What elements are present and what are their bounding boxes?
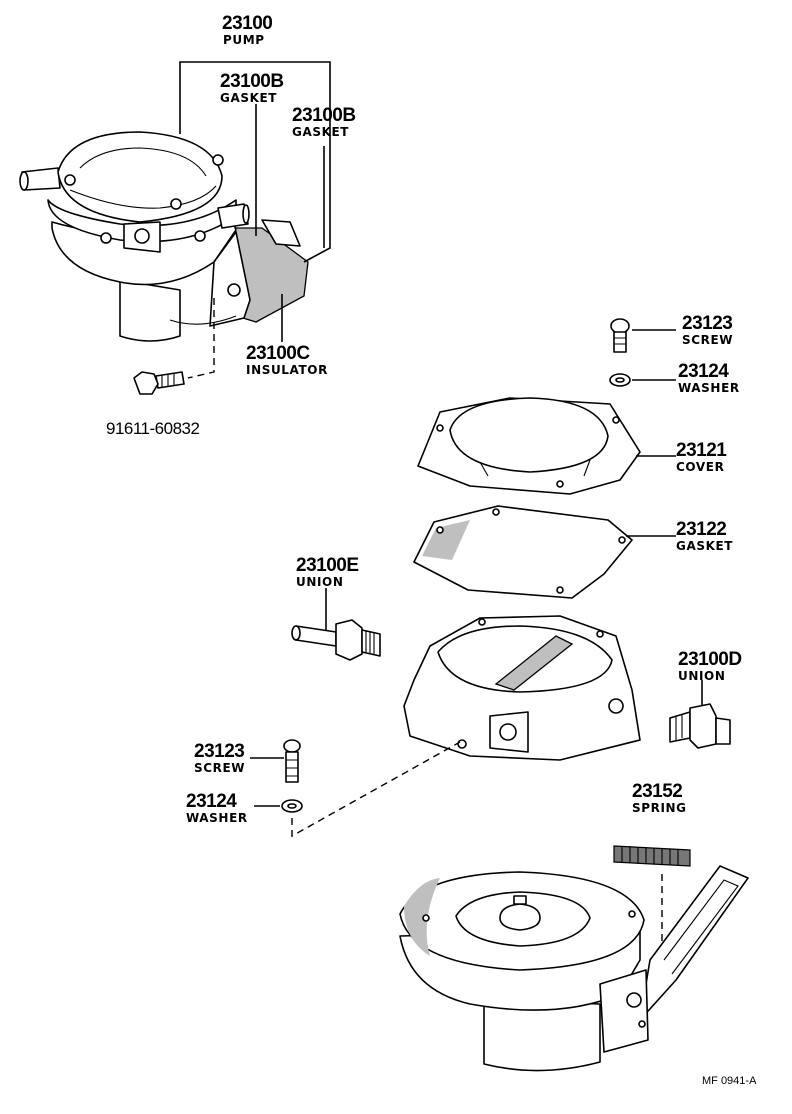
callout-washer-top-name: WASHER — [678, 381, 740, 395]
callout-gasket-a-number: 23100B — [220, 71, 284, 92]
callout-screw-left: 23123 SCREW — [194, 742, 245, 774]
callout-union-e-number: 23100E — [296, 555, 359, 576]
callout-washer-top-number: 23124 — [678, 361, 729, 382]
cover-part — [417, 397, 641, 495]
callout-insulator-number: 23100C — [246, 343, 310, 364]
callout-union-e: 23100E UNION — [296, 556, 359, 588]
callout-cover-name: COVER — [676, 460, 725, 474]
callout-pump-name: PUMP — [223, 33, 265, 47]
pump-bracket — [179, 61, 331, 263]
lower-body-part — [399, 865, 749, 1072]
callout-spring-name: SPRING — [632, 801, 687, 815]
callout-gasket-c-name: GASKET — [676, 539, 734, 553]
screw-left-part — [283, 739, 301, 783]
gasket-c-part — [413, 505, 633, 599]
callout-gasket-c: 23122 GASKET — [676, 520, 733, 552]
bolt-dashline — [187, 298, 215, 379]
callout-union-e-name: UNION — [296, 575, 344, 589]
callout-union-d-number: 23100D — [678, 649, 742, 670]
callout-insulator: 23100C INSULATOR — [246, 344, 328, 376]
callout-washer-left-name: WASHER — [186, 811, 248, 825]
callout-washer-left: 23124 WASHER — [186, 792, 248, 824]
callout-screw-left-number: 23123 — [194, 741, 245, 762]
callout-pump-number: 23100 — [222, 13, 273, 34]
screw-top-part — [610, 318, 630, 353]
callout-gasket-a-name: GASKET — [220, 91, 278, 105]
washer-left-part — [281, 799, 303, 813]
callout-screw-left-name: SCREW — [194, 761, 246, 775]
callout-gasket-b-number: 23100B — [292, 105, 356, 126]
callout-bolt-number: 91611-60832 — [106, 419, 200, 438]
callout-union-d: 23100D UNION — [678, 650, 742, 682]
spring-part — [613, 845, 691, 867]
callout-insulator-name: INSULATOR — [246, 363, 328, 377]
callout-washer-left-number: 23124 — [186, 791, 237, 812]
assembled-pump — [19, 131, 309, 342]
callout-gasket-a: 23100B GASKET — [220, 72, 284, 104]
screw-dashline — [291, 741, 461, 838]
figure-code: MF 0941-A — [702, 1075, 757, 1087]
callout-gasket-c-number: 23122 — [676, 519, 727, 540]
callout-screw-top: 23123 SCREW — [682, 314, 733, 346]
callout-washer-top: 23124 WASHER — [678, 362, 740, 394]
union-d-part — [669, 703, 731, 749]
callout-screw-top-name: SCREW — [682, 333, 734, 347]
washer-top-part — [609, 373, 631, 387]
callout-gasket-b: 23100B GASKET — [292, 106, 356, 138]
union-e-part — [291, 619, 381, 661]
callout-spring-number: 23152 — [632, 781, 683, 802]
callout-cover-number: 23121 — [676, 440, 727, 461]
callout-bolt: 91611-60832 — [106, 419, 200, 438]
callout-cover: 23121 COVER — [676, 440, 727, 474]
callout-spring: 23152 SPRING — [632, 782, 687, 814]
callout-pump: 23100 PUMP — [222, 13, 273, 47]
bolt-part — [133, 371, 185, 395]
upper-body-part — [403, 615, 641, 761]
callout-gasket-b-name: GASKET — [292, 125, 350, 139]
callout-union-d-name: UNION — [678, 669, 726, 683]
callout-screw-top-number: 23123 — [682, 313, 733, 334]
